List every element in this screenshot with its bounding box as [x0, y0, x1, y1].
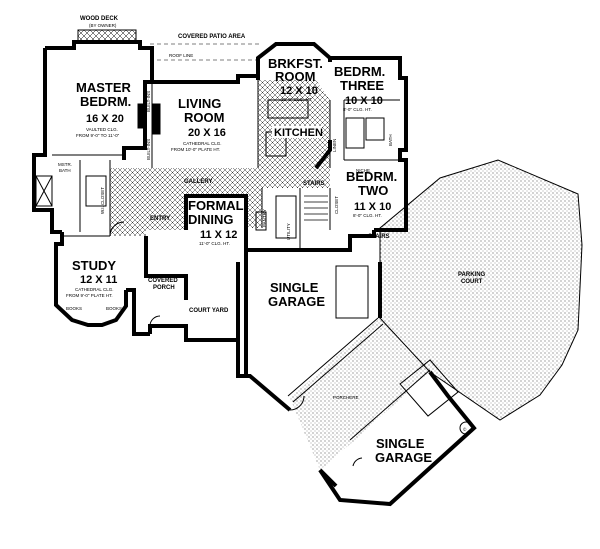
garage-two-label-2: GARAGE [375, 450, 432, 465]
study-label: STUDY [72, 258, 116, 273]
bedroom-two-note: 8'-0" CLG. HT. [353, 213, 382, 218]
master-bedroom-label: MASTER [76, 80, 132, 95]
closet-label: CLOSET [334, 196, 339, 214]
roof-line-label: ROOF LINE [169, 53, 193, 58]
formal-dining-label-2: DINING [188, 212, 234, 227]
wood-deck-note: (BY OWNER) [89, 23, 117, 28]
breakfast-room-label-2: ROOM [275, 69, 315, 84]
kitchen-floor [258, 80, 330, 168]
bedroom-two-label-2: TWO [358, 183, 388, 198]
kitchen-label-bg [272, 126, 322, 138]
parking-court-label-2: COURT [461, 279, 483, 285]
living-room-note-2: FROM 10'-0" PLATE HT. [171, 147, 220, 152]
garage-one-label: SINGLE [270, 280, 319, 295]
linen-label: LINEN [332, 139, 337, 152]
master-bedroom-note: VAULTED CLG. [86, 127, 118, 132]
gallery-floor [110, 168, 330, 236]
built-ins-label: BUILT-INS [146, 91, 151, 112]
master-bath-label: MSTR. [58, 162, 72, 167]
niche-label: NICHE [356, 168, 370, 173]
copyright-circle [459, 421, 473, 435]
porchere-label: PORCHERE [333, 395, 359, 400]
bedroom-two-label: BEDRM. [346, 169, 397, 184]
living-room-label-2: ROOM [184, 110, 224, 125]
fixtures [35, 99, 459, 467]
utility-label: UTILITY [286, 223, 291, 240]
parking-court-label: PARKING [458, 272, 486, 278]
built-ins-label-2: BUILT-INS [146, 139, 151, 160]
garage-one-label-2: GARAGE [268, 294, 325, 309]
breakfast-room-label: BRKFST. [268, 56, 323, 71]
study-note-2: FROM 9'-0" PLATE HT. [66, 293, 113, 298]
master-bedroom-size: 16 X 20 [86, 113, 124, 125]
breakfast-room-size: 12 X 10 [280, 85, 318, 97]
porchere-area [290, 318, 430, 470]
gallery-label: GALLERY [184, 179, 212, 185]
books-label-2: BOOKS [106, 306, 122, 311]
bedroom-three-label: BEDRM. [334, 64, 385, 79]
entry-label: ENTRY [150, 216, 170, 222]
kitchen-label: KITCHEN [274, 127, 323, 139]
porchere-columns [287, 317, 431, 441]
bedroom-three-label-2: THREE [340, 78, 384, 93]
living-room-note: CATHEDRAL CLG. [183, 141, 222, 146]
wood-deck-label: WOOD DECK [80, 16, 119, 22]
formal-dining-label: FORMAL [188, 198, 244, 213]
master-bedroom-note-2: FROM 9'-0" TO 11'-0" [76, 133, 120, 138]
bath-label: BATH [388, 134, 393, 146]
court-yard-label: COURT YARD [189, 308, 229, 314]
master-bedroom-label-2: BEDRM. [80, 94, 131, 109]
books-label: BOOKS [66, 306, 82, 311]
copyright-mark: © [463, 426, 467, 432]
formal-dining-note: 11'-0" CLG. HT. [199, 241, 230, 246]
study-size: 12 X 11 [80, 274, 117, 286]
interior-walls [52, 80, 400, 250]
bedroom-three-size: 10 X 10 [345, 95, 383, 107]
study-note: CATHEDRAL CLG. [75, 287, 114, 292]
covered-porch-label-2: PORCH [153, 285, 175, 291]
breakfast-room-note: 10'-0" CLG. HT. [281, 97, 312, 102]
formal-dining-size: 11 X 12 [200, 229, 237, 241]
covered-porch-label: COVERED [148, 278, 178, 284]
covered-patio-label: COVERED PATIO AREA [178, 34, 246, 40]
pantry-label: PANTRY [262, 209, 267, 227]
living-room-label: LIVING [178, 96, 221, 111]
walk-in-closet-label: W.I. CLOSET [100, 187, 105, 214]
stairs-label: STAIRS [303, 181, 325, 187]
exterior-walls [32, 40, 477, 507]
bedroom-two-size: 11 X 10 [354, 201, 391, 213]
stairs-label-2: STAIRS [368, 234, 390, 240]
bedroom-three-note: 8'-0" CLG. HT. [343, 107, 372, 112]
living-room-size: 20 X 16 [188, 127, 226, 139]
master-bath-label-2: BATH [59, 168, 71, 173]
garage-two-label: SINGLE [376, 436, 425, 451]
